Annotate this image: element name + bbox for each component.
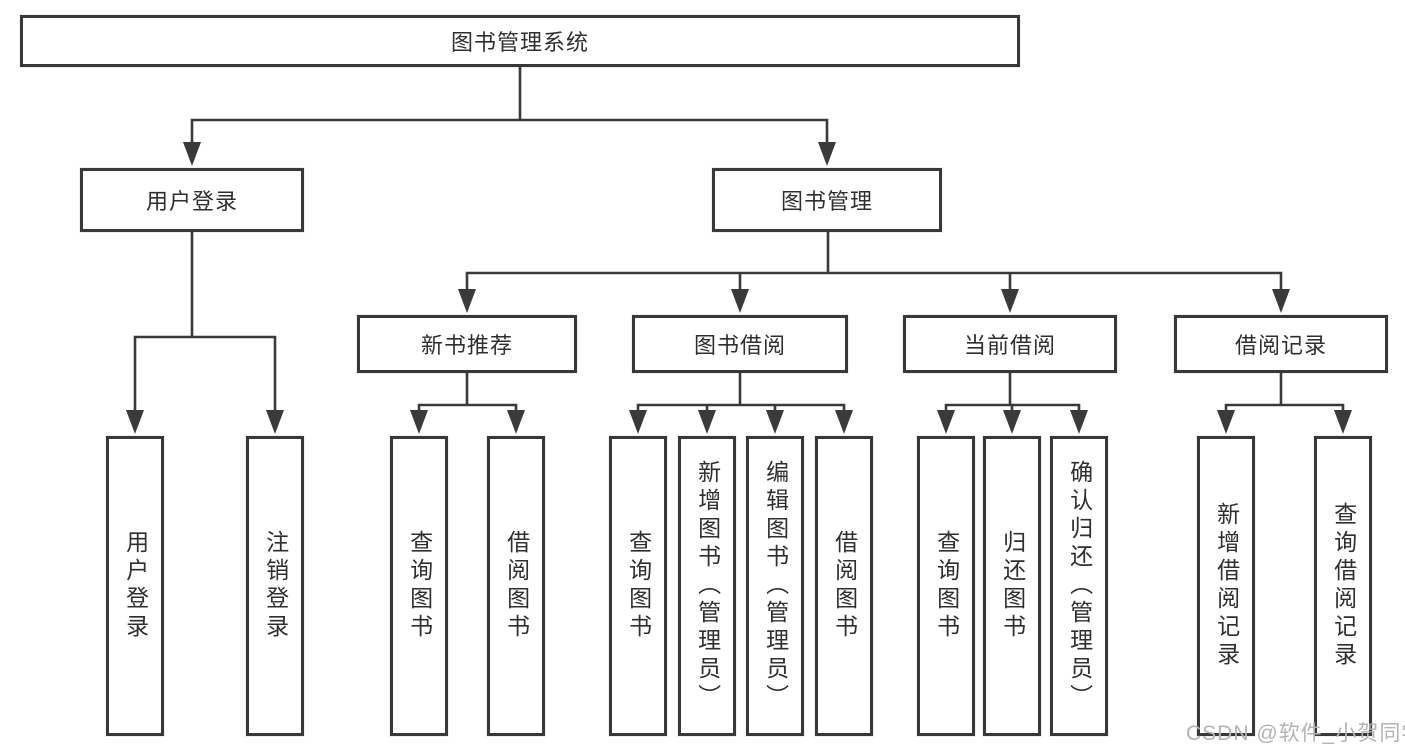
- arrowhead-icon: [835, 410, 853, 434]
- node-label: 用户登录: [122, 530, 149, 642]
- node-borrowing-records: 借阅记录: [1174, 315, 1388, 373]
- node-new-book-recommend: 新书推荐: [357, 315, 577, 373]
- node-label: 注销登录: [262, 530, 289, 642]
- arrowhead-icon: [1217, 410, 1235, 434]
- node-label: 查询借阅记录: [1330, 502, 1357, 670]
- node-label: 查询图书: [406, 530, 433, 642]
- node-leaf-confirm-return-admin: 确认归还（管理员）: [1050, 436, 1108, 736]
- arrowhead-icon: [507, 410, 525, 434]
- arrowhead-icon: [1001, 289, 1019, 313]
- node-leaf-borrow-books-1: 借阅图书: [487, 436, 545, 736]
- node-book-borrowing: 图书借阅: [632, 315, 848, 373]
- node-label: 新书推荐: [420, 333, 513, 358]
- node-label: 图书管理: [780, 189, 873, 214]
- node-leaf-edit-books-admin: 编辑图书（管理员）: [746, 436, 804, 736]
- node-label: 借阅图书: [831, 530, 858, 642]
- arrowhead-icon: [1003, 410, 1021, 434]
- node-leaf-borrow-books-2: 借阅图书: [815, 436, 873, 736]
- watermark-text: CSDN @软件_小贺同学: [1186, 722, 1405, 745]
- arrowhead-icon: [458, 289, 476, 313]
- node-label: 归还图书: [999, 530, 1026, 642]
- arrowhead-icon: [126, 410, 144, 434]
- arrowhead-icon: [937, 410, 955, 434]
- arrowhead-icon: [1334, 410, 1352, 434]
- arrowhead-icon: [1272, 289, 1290, 313]
- arrowhead-icon: [629, 410, 647, 434]
- node-label: 查询图书: [933, 530, 960, 642]
- node-label: 确认归还（管理员）: [1066, 460, 1093, 712]
- node-label: 用户登录: [145, 189, 238, 214]
- arrowhead-icon: [766, 410, 784, 434]
- arrowhead-icon: [266, 410, 284, 434]
- node-label: 图书管理系统: [450, 30, 589, 55]
- node-leaf-query-books-2: 查询图书: [609, 436, 667, 736]
- node-leaf-logout: 注销登录: [246, 436, 304, 736]
- node-user-login: 用户登录: [80, 168, 304, 232]
- node-label: 编辑图书（管理员）: [762, 460, 789, 712]
- node-label: 查询图书: [625, 530, 652, 642]
- node-current-borrowing: 当前借阅: [903, 315, 1117, 373]
- node-leaf-query-books-1: 查询图书: [390, 436, 448, 736]
- arrowhead-icon: [183, 142, 201, 166]
- arrowhead-icon: [731, 289, 749, 313]
- node-leaf-add-books-admin: 新增图书（管理员）: [678, 436, 736, 736]
- node-label: 当前借阅: [963, 333, 1056, 358]
- node-leaf-return-books: 归还图书: [983, 436, 1041, 736]
- arrowhead-icon: [410, 410, 428, 434]
- node-leaf-user-login: 用户登录: [106, 436, 164, 736]
- node-library-system: 图书管理系统: [20, 15, 1020, 67]
- node-leaf-add-borrow-record: 新增借阅记录: [1197, 436, 1255, 736]
- node-label: 新增借阅记录: [1213, 502, 1240, 670]
- node-label: 借阅记录: [1234, 333, 1327, 358]
- node-label: 图书借阅: [693, 333, 786, 358]
- node-label: 新增图书（管理员）: [694, 460, 721, 712]
- node-book-management: 图书管理: [712, 168, 942, 232]
- arrowhead-icon: [1070, 410, 1088, 434]
- node-label: 借阅图书: [503, 530, 530, 642]
- node-leaf-query-books-3: 查询图书: [917, 436, 975, 736]
- node-leaf-query-borrow-record: 查询借阅记录: [1314, 436, 1372, 736]
- arrowhead-icon: [818, 142, 836, 166]
- arrowhead-icon: [698, 410, 716, 434]
